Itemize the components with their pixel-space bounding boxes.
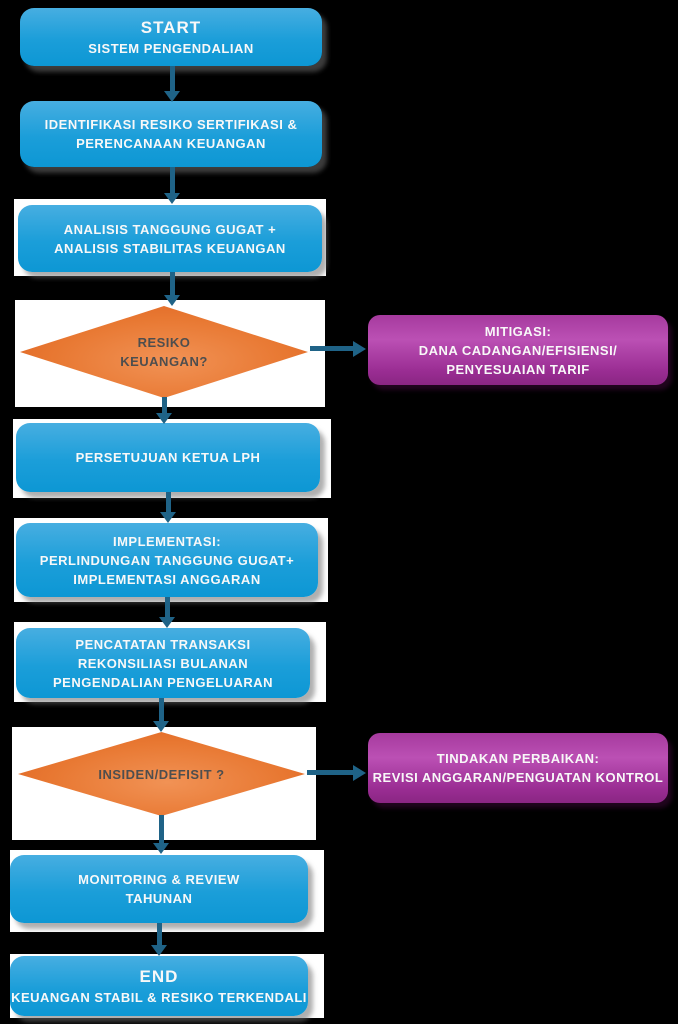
arrow-implementation-recording <box>165 597 170 618</box>
arrow-recording-decision2 <box>159 698 164 722</box>
recording-line: PENGENDALIAN PENGELUARAN <box>52 674 273 690</box>
implementation-line: PERLINDUNGAN TANGGUNG GUGAT+ <box>39 552 295 568</box>
arrowhead-identify-analysis <box>164 193 180 204</box>
end-title: END <box>139 966 179 986</box>
start-title: START <box>140 17 202 37</box>
arrow-decision1-mitigation <box>310 346 354 351</box>
node-recording: PENCATATAN TRANSAKSI REKONSILIASI BULANA… <box>16 628 310 698</box>
arrowhead-decision1-mitigation <box>353 341 366 357</box>
monitoring-line: TAHUNAN <box>125 891 193 906</box>
implementation-line: IMPLEMENTASI: <box>112 533 222 549</box>
arrow-decision1-approval <box>162 397 167 414</box>
node-identify: IDENTIFIKASI RESIKO SERTIFIKASI & PERENC… <box>20 101 322 167</box>
decision2-line: INSIDEN/DEFISIT ? <box>98 766 225 782</box>
analysis-line: ANALISIS TANGGUNG GUGAT + <box>63 221 277 237</box>
arrow-decision2-corrective <box>307 770 354 775</box>
arrow-analysis-decision1 <box>170 272 175 296</box>
arrow-identify-analysis <box>170 167 175 194</box>
decision1-line: RESIKO <box>137 335 191 350</box>
arrowhead-analysis-decision1 <box>164 295 180 306</box>
node-mitigation: MITIGASI: DANA CADANGAN/EFISIENSI/ PENYE… <box>368 315 668 385</box>
mitigation-line: DANA CADANGAN/EFISIENSI/ <box>418 342 618 358</box>
arrowhead-implementation-recording <box>159 617 175 628</box>
mitigation-line: PENYESUAIAN TARIF <box>446 361 590 377</box>
node-corrective: TINDAKAN PERBAIKAN: REVISI ANGGARAN/PENG… <box>368 733 668 803</box>
arrow-decision2-monitoring <box>159 815 164 844</box>
recording-line: PENCATATAN TRANSAKSI <box>75 636 251 652</box>
arrow-approval-implementation <box>166 492 171 513</box>
identify-line: PERENCANAAN KEUANGAN <box>76 136 266 151</box>
node-start: START SISTEM PENGENDALIAN <box>20 8 322 66</box>
start-subtitle: SISTEM PENGENDALIAN <box>88 40 254 56</box>
analysis-line: ANALISIS STABILITAS KEUANGAN <box>54 240 286 256</box>
mitigation-line: MITIGASI: <box>484 323 552 339</box>
node-monitoring: MONITORING & REVIEW TAHUNAN <box>10 855 308 923</box>
arrowhead-decision2-monitoring <box>153 843 169 854</box>
node-end: END KEUANGAN STABIL & RESIKO TERKENDALI <box>10 956 308 1016</box>
arrowhead-monitoring-end <box>151 945 167 956</box>
arrow-monitoring-end <box>157 923 162 946</box>
recording-line: REKONSILIASI BULANAN <box>77 655 249 671</box>
end-subtitle: KEUANGAN STABIL & RESIKO TERKENDALI <box>11 989 307 1005</box>
monitoring-line: MONITORING & REVIEW <box>78 872 240 887</box>
node-analysis: ANALISIS TANGGUNG GUGAT + ANALISIS STABI… <box>18 205 322 272</box>
corrective-line: TINDAKAN PERBAIKAN: <box>436 751 600 766</box>
corrective-line: REVISI ANGGARAN/PENGUATAN KONTROL <box>372 770 664 785</box>
arrowhead-approval-implementation <box>160 512 176 523</box>
arrowhead-decision1-approval <box>156 413 172 424</box>
arrow-start-identify <box>170 66 175 92</box>
implementation-line: IMPLEMENTASI ANGGARAN <box>73 571 261 587</box>
arrowhead-decision2-corrective <box>353 765 366 781</box>
decision1-line: KEUANGAN? <box>120 354 208 369</box>
node-implementation: IMPLEMENTASI: PERLINDUNGAN TANGGUNG GUGA… <box>16 523 318 597</box>
arrowhead-recording-decision2 <box>153 721 169 732</box>
node-approval: PERSETUJUAN KETUA LPH <box>16 423 320 492</box>
identify-line: IDENTIFIKASI RESIKO SERTIFIKASI & <box>44 117 298 132</box>
arrowhead-start-identify <box>164 91 180 102</box>
approval-line: PERSETUJUAN KETUA LPH <box>75 450 261 465</box>
